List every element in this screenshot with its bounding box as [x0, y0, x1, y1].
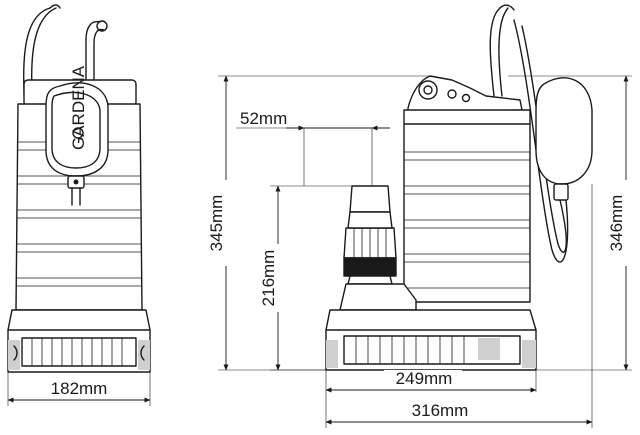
dim-label-216: 216mm [259, 250, 278, 307]
dim-label-345: 345mm [207, 195, 226, 252]
dim-345: 345mm [207, 75, 430, 371]
dim-label-52: 52mm [240, 109, 287, 128]
dim-label-249: 249mm [396, 369, 453, 388]
dim-label-346: 346mm [607, 195, 626, 252]
dim-346: 346mm [508, 75, 634, 371]
front-view-pump: GARDENA [7, 4, 151, 373]
dim-216: 216mm [258, 185, 352, 371]
side-view-pump [325, 4, 593, 371]
dim-316: 316mm [325, 184, 593, 428]
dim-label-182: 182mm [51, 379, 108, 398]
dim-249: 249mm [325, 369, 537, 428]
dim-52: 52mm [236, 109, 390, 186]
dim-front-width: 182mm [7, 372, 151, 406]
brand-label: GARDENA [69, 65, 88, 150]
dim-label-316: 316mm [412, 401, 469, 420]
